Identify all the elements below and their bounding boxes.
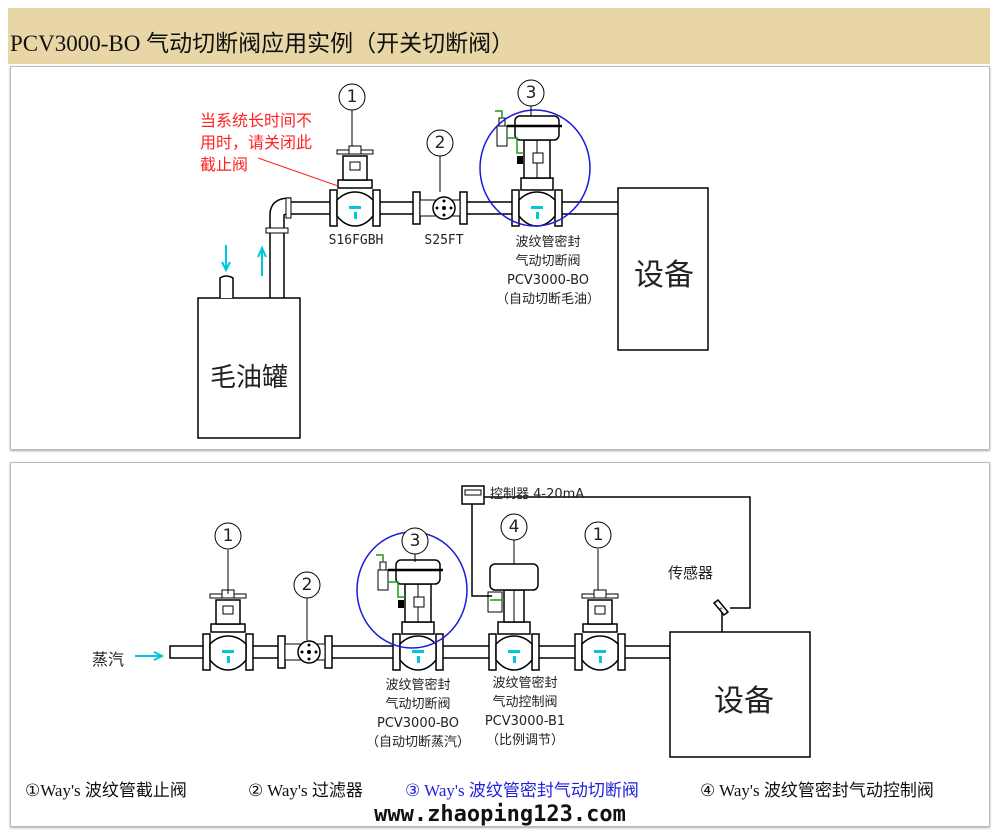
filter-2	[412, 191, 468, 225]
valve4-description: 波纹管密封 气动控制阀 PCV3000-B1 （比例调节）	[485, 674, 565, 750]
flow-arrow-icon	[135, 651, 165, 661]
header-band	[8, 8, 990, 64]
desc-line: （自动切断蒸汽）	[365, 735, 471, 750]
sensor-label: 传感器	[668, 564, 714, 582]
desc-line: 波纹管密封	[515, 235, 581, 250]
marker-3: 3	[525, 83, 537, 103]
desc-line: 波纹管密封	[385, 678, 451, 693]
desc-line: （自动切断毛油）	[495, 292, 601, 307]
watermark: www.zhaoping123.com	[374, 802, 626, 827]
up-arrow-icon	[257, 245, 267, 276]
marker-1: 1	[222, 526, 234, 546]
desc-line: PCV3000-B1	[484, 714, 566, 729]
desc-line: PCV3000-BO	[506, 273, 590, 288]
highlight-circle	[479, 109, 591, 227]
equipment-box	[617, 187, 709, 351]
controller-label: 控制器 4-20mA	[490, 487, 585, 502]
desc-line: PCV3000-BO	[376, 716, 460, 731]
note-line: 用时，请关闭此	[200, 133, 313, 152]
valve1-model: S16FGBH	[328, 233, 384, 248]
marker-1: 1	[592, 525, 604, 545]
desc-line: （比例调节）	[485, 733, 564, 748]
oil-line	[197, 79, 709, 439]
marker-1: 1	[346, 87, 358, 107]
note-line: 当系统长时间不	[200, 111, 313, 130]
filter-model: S25FT	[424, 233, 464, 248]
note-line: 截止阀	[200, 155, 249, 174]
oil-tank	[197, 297, 301, 439]
steam-label: 蒸汽	[92, 650, 125, 669]
valve3-description: 波纹管密封 气动切断阀 PCV3000-BO （自动切断毛油）	[496, 233, 600, 309]
marker-2: 2	[434, 133, 446, 153]
desc-line: 气动切断阀	[515, 254, 581, 269]
tank-label: 毛油罐	[209, 363, 289, 393]
desc-line: 气动切断阀	[385, 697, 451, 712]
legend-item-1: ①Way's 波纹管截止阀	[25, 781, 187, 800]
diagram-panel-steam	[10, 462, 990, 827]
warning-note: 当系统长时间不 用时，请关闭此 截止阀	[200, 110, 312, 176]
equipment-label: 设备	[714, 684, 774, 719]
equipment-label: 设备	[634, 258, 694, 293]
down-arrow-icon	[221, 245, 231, 273]
marker-3: 3	[409, 531, 421, 551]
steam-line	[135, 485, 811, 758]
legend-item-2: ② Way's 过滤器	[248, 781, 363, 800]
desc-line: 气动控制阀	[492, 695, 558, 710]
sensor-icon	[712, 598, 730, 632]
diagram-panel-oil	[10, 66, 990, 450]
equipment-box-2	[669, 631, 811, 758]
valve3-description: 波纹管密封 气动切断阀 PCV3000-BO （自动切断蒸汽）	[366, 676, 470, 752]
page-title: PCV3000-BO 气动切断阀应用实例（开关切断阀）	[10, 31, 515, 56]
legend-item-4: ④ Way's 波纹管密封气动控制阀	[700, 781, 934, 800]
marker-2: 2	[301, 575, 313, 595]
marker-4: 4	[508, 517, 520, 537]
legend-item-3: ③ Way's 波纹管密封气动切断阀	[405, 781, 639, 800]
desc-line: 波纹管密封	[492, 676, 558, 691]
